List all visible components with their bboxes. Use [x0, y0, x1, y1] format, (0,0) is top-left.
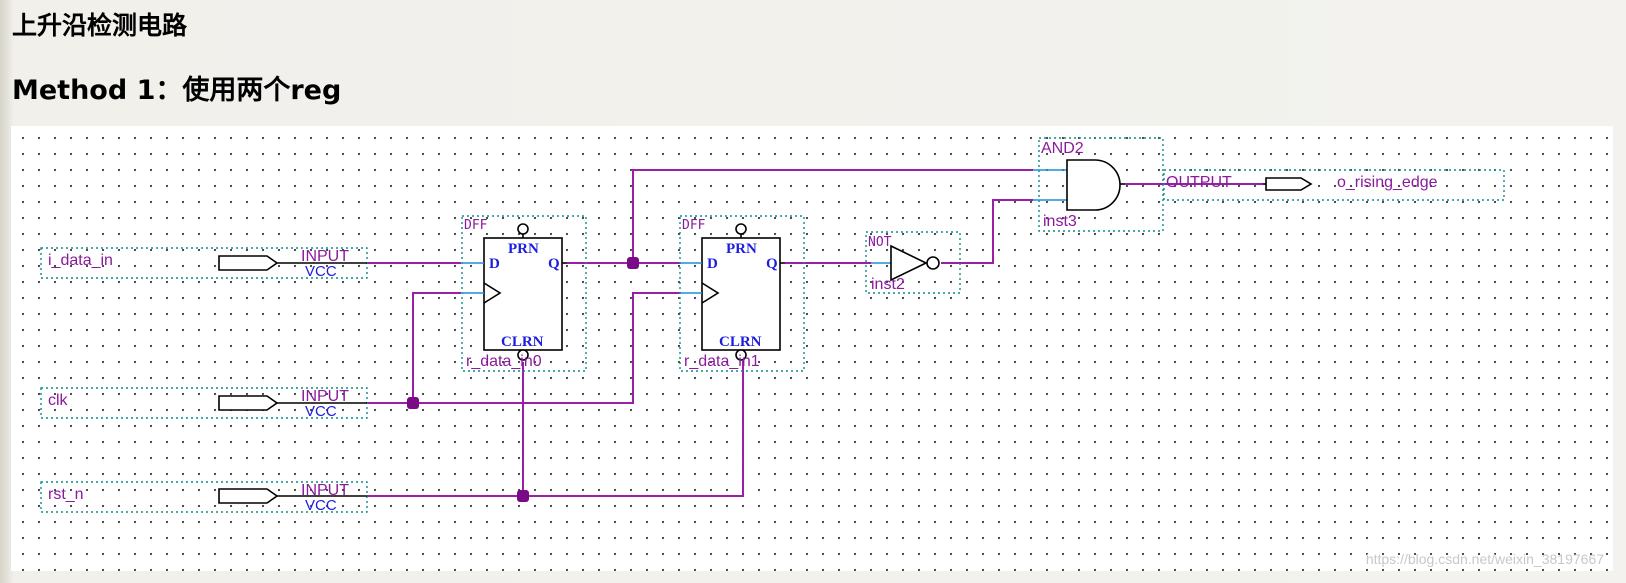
clrn-bubble-icon [735, 349, 747, 361]
watermark: https://blog.csdn.net/weixin_38197667 [1365, 551, 1604, 567]
dff-pin-lines [680, 262, 702, 294]
input-port-rst[interactable]: rst_n INPUT VCC [40, 481, 368, 514]
not-triangle-icon [890, 244, 928, 282]
not-outline [865, 231, 961, 294]
pin-clrn: CLRN [719, 334, 762, 350]
schematic-svg: i_data_in INPUT VCC clk INPUT VCC rst_n … [40, 137, 1505, 514]
pin-q: Q [766, 256, 778, 272]
not-instance-name: inst2 [871, 276, 905, 293]
and-outline [1038, 137, 1164, 232]
wire-rst [367, 362, 744, 497]
output-pin-icon [1265, 177, 1313, 191]
wire-clk-branch [412, 292, 461, 403]
and-gate-inst3[interactable]: AND2 inst3 [1033, 137, 1164, 232]
port-name: i_data_in [48, 252, 113, 269]
port-default: VCC [305, 497, 337, 514]
port-outline [1163, 169, 1505, 201]
output-port[interactable]: OUTPUT o_rising_edge [1163, 169, 1505, 201]
pin-d: D [707, 256, 718, 272]
dff-type-label: DFF [464, 218, 488, 233]
port-name: clk [48, 392, 69, 409]
junction-dot [627, 257, 639, 269]
junction-dot [407, 397, 419, 409]
pin-q: Q [548, 256, 560, 272]
dff-instance-name: r_data_in1 [684, 353, 760, 370]
pin-prn: PRN [508, 241, 539, 257]
and-pin-lines [1033, 169, 1067, 201]
port-type: INPUT [301, 248, 349, 265]
pin-prn: PRN [726, 241, 757, 257]
dff-r-data-in0[interactable]: DFF PRN D Q CLRN r_data_in0 [461, 215, 587, 372]
method-heading: Method 1：使用两个reg [12, 75, 342, 106]
page-title: 上升沿检测电路 [12, 11, 188, 40]
dff-pin-lines [462, 262, 484, 294]
input-port-data-in[interactable]: i_data_in INPUT VCC [40, 247, 368, 280]
and-instance-name: inst3 [1043, 213, 1077, 230]
wire-clk [367, 292, 681, 404]
port-default: VCC [305, 263, 337, 280]
junctions [407, 257, 639, 502]
prn-bubble-icon [735, 223, 747, 235]
clock-triangle-icon [701, 282, 720, 304]
pin-d: D [489, 256, 500, 272]
port-default: VCC [305, 403, 337, 420]
input-port-clk[interactable]: clk INPUT VCC [40, 387, 368, 420]
dff-r-data-in1[interactable]: DFF PRN D Q CLRN r_data_in1 [679, 215, 805, 372]
not-type-label: NOT [868, 235, 892, 250]
port-outline [40, 481, 368, 513]
schematic-canvas: i_data_in INPUT VCC clk INPUT VCC rst_n … [11, 126, 1613, 571]
clrn-bubble-icon [517, 349, 529, 361]
port-name: rst_n [48, 486, 84, 503]
output-type: OUTPUT [1166, 174, 1232, 191]
pin-clrn: CLRN [501, 334, 544, 350]
input-pin-icon [218, 488, 279, 504]
clock-triangle-icon [483, 282, 502, 304]
output-name: o_rising_edge [1337, 174, 1438, 191]
dff-instance-name: r_data_in0 [466, 353, 542, 370]
not-gate-inst2[interactable]: NOT inst2 [865, 231, 961, 294]
not-bubble-icon [926, 256, 940, 270]
dff-type-label: DFF [682, 218, 706, 233]
input-pin-icon [218, 395, 279, 411]
wire-q0-to-and [632, 169, 1033, 263]
wires [367, 169, 1263, 497]
port-type: INPUT [301, 388, 349, 405]
and-type-label: AND2 [1041, 140, 1084, 157]
junction-dot [517, 490, 529, 502]
port-type: INPUT [301, 482, 349, 499]
and-gate-icon [1066, 159, 1121, 211]
prn-bubble-icon [517, 223, 529, 235]
wire-not-out [941, 199, 1033, 264]
input-pin-icon [218, 255, 279, 271]
